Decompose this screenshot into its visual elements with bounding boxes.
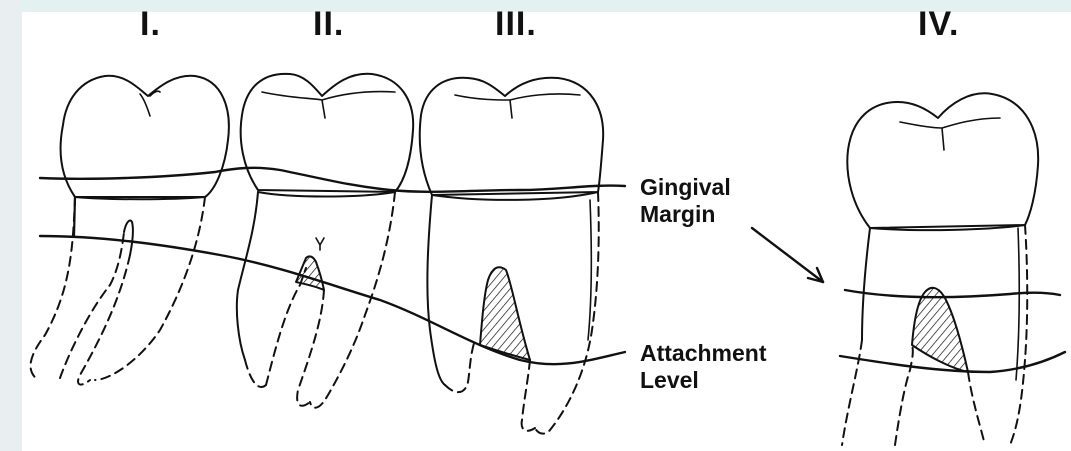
stage-numeral-1: I. [140,4,161,44]
tooth-3-occlusal [455,94,580,118]
tooth-3-root-distal-wall [588,200,591,340]
tooth-4-crown [847,93,1038,228]
tooth-2-root-distal-inner [297,290,324,406]
attachment-level-label-line2: Level [640,367,699,393]
attachment-level-line [40,236,625,364]
tooth-3-root-distal-outer [535,192,599,434]
tooth-4-root-distal-inner [968,372,985,445]
tooth-1-root-outer-solid [74,197,75,236]
tooth-1-root-distal [78,255,130,385]
tooth-2-furcation-mark [316,238,324,250]
tooth-3 [420,78,603,434]
tooth-1-furcation-notch [124,220,133,255]
tooth-1-root-outer [31,197,75,380]
gingival-margin-label-line1: Gingival [640,174,731,200]
tooth-3-root-mesial-dash [445,340,475,392]
attachment-level-label-line1: Attachment [640,340,767,366]
tooth-3-defect [480,267,530,360]
stage-numeral-4: IV. [918,4,959,44]
tooth-2-occlusal [262,92,395,118]
tooth-3-root-mesial [427,195,445,385]
tooth-4-root-mesial [862,228,870,340]
tooth-2 [237,74,413,408]
gingival-margin-label-line2: Margin [640,201,715,227]
tooth-4-defect [912,288,968,372]
tooth-1-occlusal [140,91,160,116]
tooth-2-root-mesial [237,192,258,360]
pointer-arrow [752,228,823,282]
stage-numeral-3: III. [495,4,537,44]
tooth-1-root-distal-outer [95,197,205,380]
tooth-2-root-mesial-inner [266,268,306,385]
tooth-1 [31,76,229,385]
tooth-2-root-mesial-dash [245,360,266,387]
tooth-3-root-distal-inner [522,360,535,431]
stage-numeral-2: II. [313,4,344,44]
gingival-margin-line [40,168,625,192]
tooth-4 [842,93,1038,445]
tooth-4-occlusal [900,118,1000,150]
tooth-4-root-mesial-inner [895,345,913,445]
tooth-4-root-distal-wall [1016,228,1019,380]
